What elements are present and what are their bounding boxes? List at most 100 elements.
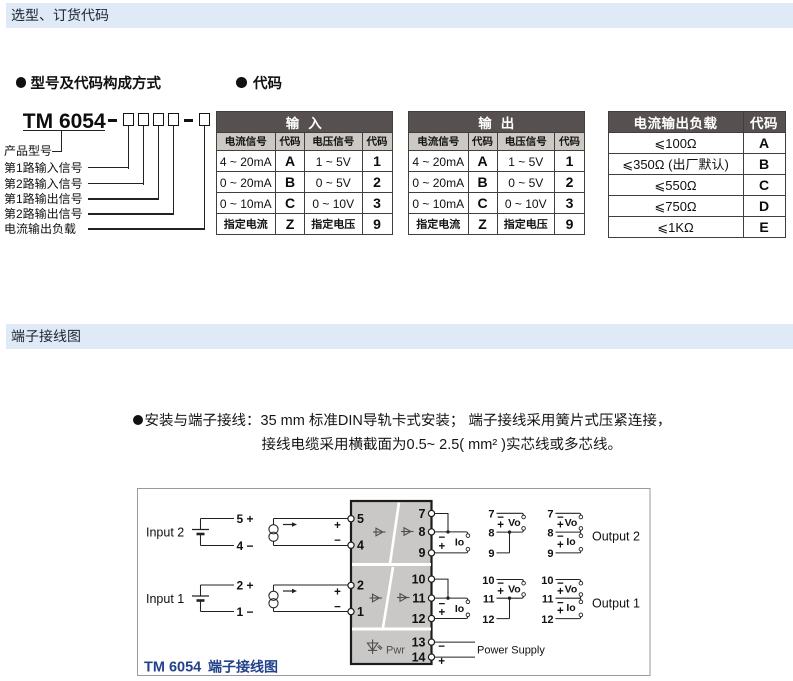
table-input-cell-r0c2: 1 ~ 5V: [304, 150, 363, 172]
table-output-cell-r0c2: 1 ~ 5V: [496, 150, 555, 172]
table-load-cell-r4: ⩽1KΩ: [607, 215, 744, 238]
callout-label-4: 第2路输出信号: [4, 205, 83, 222]
callout-line-5: [87, 228, 205, 230]
out1c-vo-label: Vo: [565, 581, 578, 596]
table-output-cell-r1c1: B: [467, 171, 498, 193]
table-input-cell-r1c2: 0 ~ 5V: [304, 171, 363, 193]
install-note-line1: 安装与端子接线：35 mm 标准DIN导轨卡式安装； 端子接线采用簧片式压紧连接…: [144, 409, 672, 431]
section-bar-ordering: 选型、订货代码: [6, 3, 793, 28]
model-code-box-5: [199, 113, 210, 126]
table-load-cell-r2: ⩽550Ω: [607, 173, 744, 196]
table-load-cell-r0: ⩽100Ω: [607, 131, 744, 154]
model-number: TM 6054: [22, 104, 106, 135]
table-load-code-r1: B: [742, 152, 786, 175]
input1-pos-terminal: 2 +: [237, 576, 254, 593]
table-input-cell-r0c1: A: [275, 150, 305, 172]
table-input-cell-r0c0: 4 ~ 20mA: [215, 150, 276, 172]
block-section-dividers: [352, 502, 431, 631]
callout-line-4: [173, 126, 175, 216]
out2c-io-plus: +: [557, 536, 564, 552]
input2-pos-terminal: 5 +: [237, 510, 254, 527]
current-source-icons: [268, 524, 279, 609]
output2-label: Output 2: [592, 525, 640, 544]
block-terminal-left-2: 2: [357, 575, 364, 594]
out2b-terminal-8: 8: [488, 524, 494, 540]
out2c-terminal-9: 9: [547, 545, 553, 561]
out2c-io-label: Io: [566, 534, 575, 549]
table-input-cell-r2c0: 0 ~ 10mA: [215, 192, 276, 214]
table-input-cell-r0c3: 1: [361, 150, 393, 172]
block-terminal-right-6: 13: [412, 631, 426, 650]
block-terminal-right-0: 7: [419, 503, 426, 522]
bullet-icon: [132, 415, 143, 425]
out1b-vo-label: Vo: [508, 581, 521, 596]
table-input-cell-r1c1: B: [275, 171, 305, 193]
wiring-diagram: Pwr Input 2 Input 1 5 + 4 − 2 + 1 − + − …: [137, 488, 651, 676]
power-minus: −: [438, 638, 445, 654]
callout-label-1: 第1路输入信号: [4, 158, 83, 176]
model-code-box-4: [168, 113, 179, 126]
table-input-cell-r2c3: 3: [361, 192, 393, 214]
bullet-icon: [236, 77, 247, 89]
table-load-code-r0: A: [742, 131, 786, 154]
junction-dots: [446, 530, 512, 600]
input2-minus-sign: −: [334, 532, 341, 548]
out1c-vo-minus: −: [557, 575, 564, 591]
input2-plus-sign: +: [334, 517, 341, 533]
out2c-vo-minus: −: [557, 509, 564, 525]
out2a-io-label: Io: [455, 535, 464, 550]
table-output-cell-r2c2: 0 ~ 10V: [496, 192, 555, 214]
model-code-box-3: [153, 113, 164, 126]
table-input-cell-r2c2: 0 ~ 10V: [304, 192, 363, 214]
diagram-border: [137, 488, 651, 676]
table-output-cell-r1c0: 0 ~ 20mA: [408, 171, 469, 193]
out1b-terminal-10: 10: [482, 572, 494, 588]
power-supply-label: Power Supply: [477, 642, 545, 658]
callout-label-5: 电流输出负载: [4, 220, 77, 237]
table-output-cell-r0c1: A: [467, 150, 498, 172]
table-input-header-2: 电压信号: [304, 131, 363, 151]
table-header-row: 电流信号代码电压信号代码: [215, 131, 393, 151]
out2a-plus: +: [438, 538, 445, 554]
callout-line-model: [51, 150, 63, 152]
out1b-plus: +: [497, 583, 504, 599]
out2c-terminal-8: 8: [547, 524, 553, 540]
input1-label: Input 1: [146, 588, 184, 607]
out1a-io-label: Io: [455, 601, 464, 616]
callout-line-2: [143, 126, 145, 185]
table-output-cell-r3c3: 9: [553, 213, 586, 235]
table-output-cell-r3c0: 指定电流: [408, 213, 469, 235]
out1c-terminal-10: 10: [541, 572, 553, 588]
out1c-io-plus: +: [557, 603, 564, 619]
callout-label-model: 产品型号: [4, 142, 53, 159]
callout-line-1: [87, 166, 129, 169]
amplifier-icons: [369, 526, 414, 603]
callout-line-model: [61, 130, 63, 152]
section-bar-wiring-title: 端子接线图: [11, 326, 81, 346]
input2-label: Input 2: [146, 521, 184, 540]
out1b-minus: −: [497, 575, 504, 591]
pwr-label: Pwr: [386, 641, 405, 657]
block-terminal-right-1: 8: [419, 521, 426, 540]
table-input-header-3: 代码: [361, 131, 393, 151]
out1c-io-label: Io: [566, 600, 575, 615]
input1-neg-terminal: 1 −: [237, 603, 254, 620]
model-code-box-1: [123, 113, 135, 126]
out2c-vo-label: Vo: [565, 515, 578, 530]
power-plus: +: [438, 653, 445, 669]
table-input-cell-r3c2: 指定电压: [304, 213, 363, 235]
table-output-header-0: 电流信号: [408, 131, 469, 151]
block-terminal-left-0: 5: [357, 508, 364, 527]
table-title-row: 输 入: [215, 110, 393, 133]
input2-neg-terminal: 4 −: [237, 537, 254, 554]
out2b-minus: −: [497, 509, 504, 525]
table-output-cell-r2c3: 3: [553, 192, 586, 214]
